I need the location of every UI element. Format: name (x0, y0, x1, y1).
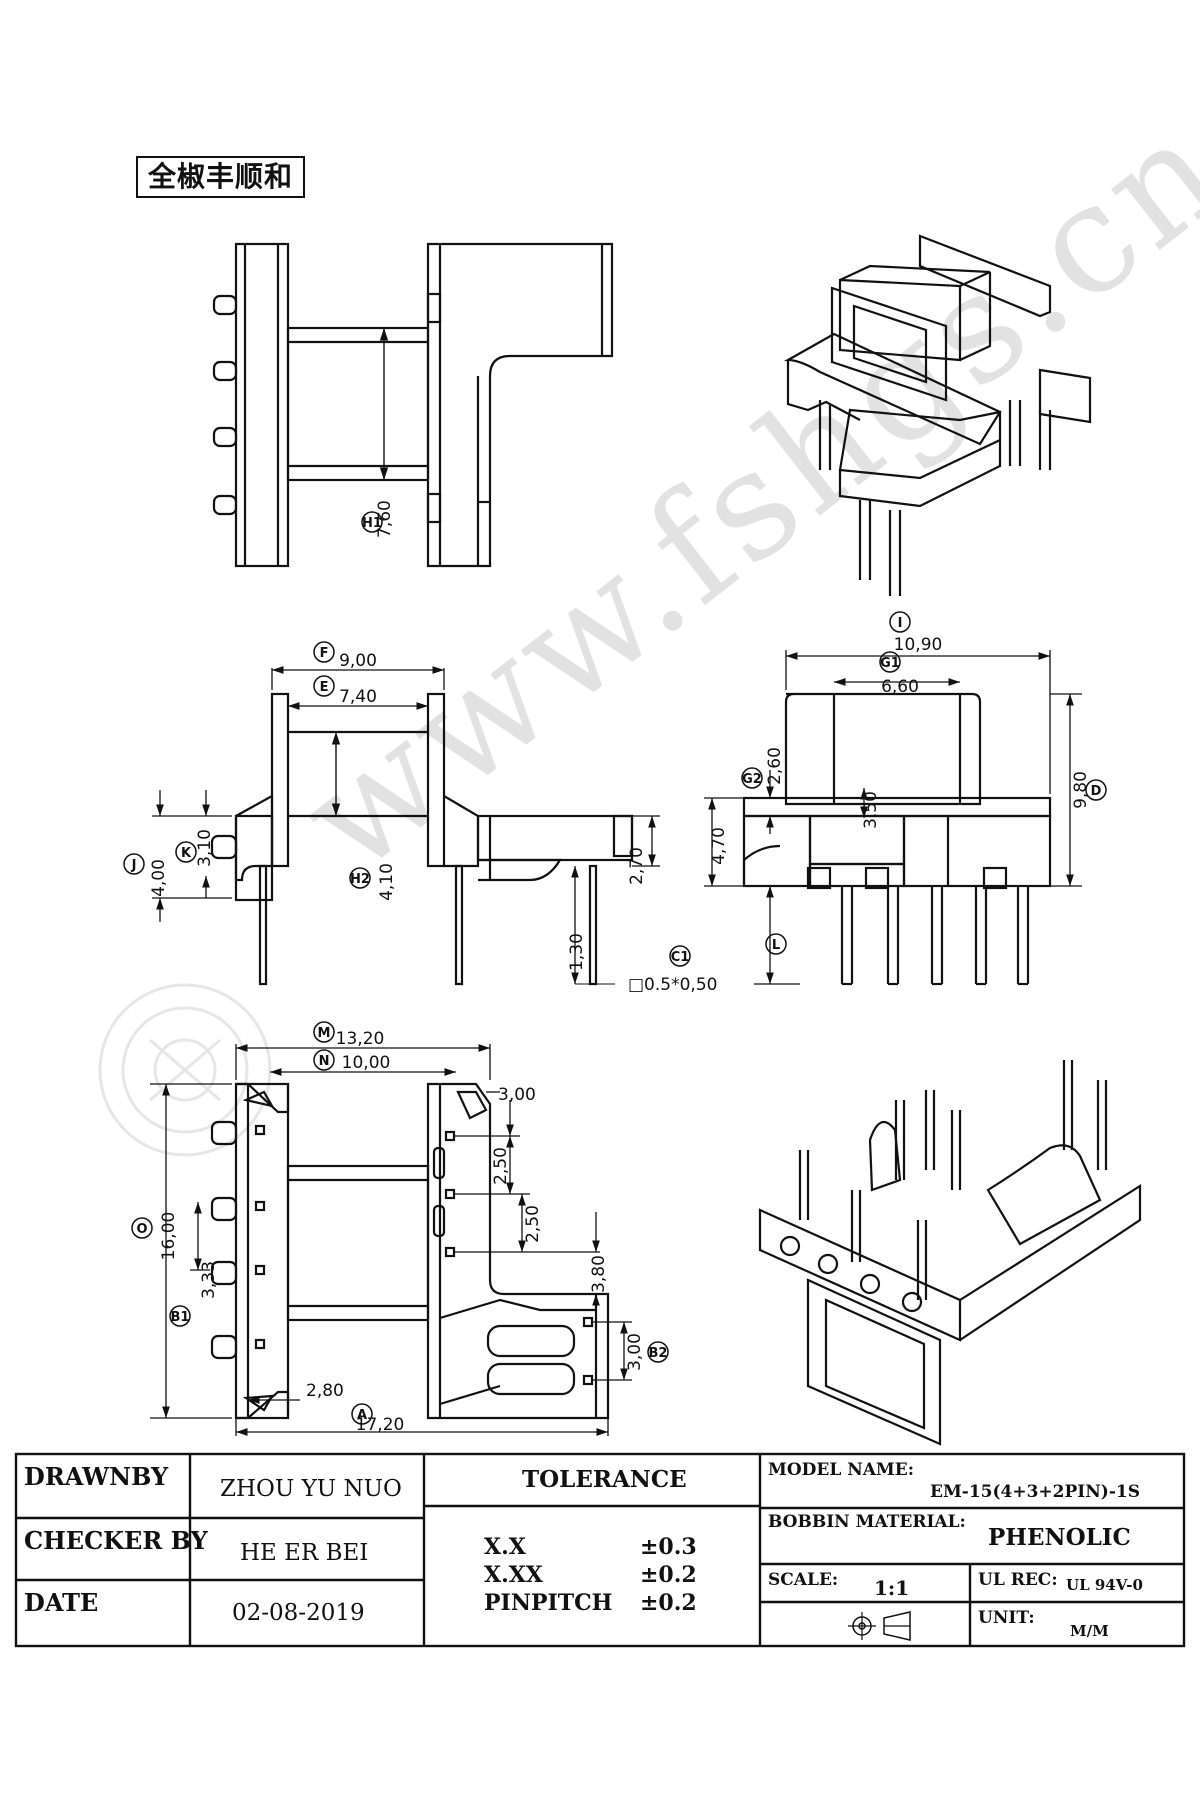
dim-code-j: J (131, 858, 137, 873)
dim-value-h2: 4,10 (377, 863, 397, 901)
tolerance-name-1: X.X (484, 1534, 526, 1560)
dim-value-i: 10,90 (894, 635, 943, 655)
dim-code-c1: C1 (671, 950, 690, 965)
tolerance-name-2: X.XX (484, 1562, 543, 1588)
model-value: EM-15(4+3+2PIN)-1S (930, 1482, 1140, 1502)
dim-code-g1: G1 (880, 656, 900, 671)
scale-value: 1:1 (874, 1576, 910, 1600)
dim-top-300: 3,00 (498, 1085, 536, 1105)
dim-code-b2: B2 (649, 1346, 668, 1361)
dim-top-280: 2,80 (306, 1381, 344, 1401)
tolerance-value-1: ±0.3 (640, 1534, 697, 1560)
dim-value-f: 9,00 (339, 651, 377, 671)
checker-value: HE ER BEI (240, 1540, 369, 1566)
tolerance-value-3: ±0.2 (640, 1590, 697, 1616)
dim-code-i: I (898, 616, 903, 631)
unit-value: M/M (1070, 1622, 1109, 1640)
dim-code-d: D (1091, 784, 1102, 799)
dim-top-380: 3,80 (589, 1255, 609, 1293)
dim-top-250a: 2,50 (491, 1147, 511, 1185)
dim-code-h2: H2 (350, 872, 370, 887)
title-block-frame (14, 1452, 1186, 1648)
tolerance-name-3: PINPITCH (484, 1590, 613, 1616)
dim-value-b2: 3,00 (625, 1333, 645, 1371)
unit-label: UNIT: (978, 1608, 1035, 1628)
dim-value-n: 10,00 (342, 1053, 391, 1073)
watermark-emblem (98, 983, 272, 1157)
tolerance-value-2: ±0.2 (640, 1562, 697, 1588)
material-value: PHENOLIC (988, 1524, 1131, 1551)
drawnby-label: DRAWNBY (24, 1462, 169, 1491)
iso-view-upper (783, 234, 1092, 596)
side-view-lower-dims (152, 666, 660, 985)
dim-side-130: 1,30 (567, 933, 587, 971)
dim-value-g1: 6,60 (881, 677, 919, 697)
drawnby-value: ZHOU YU NUO (220, 1476, 402, 1502)
iso-view-lower (758, 1060, 1142, 1446)
dim-code-g2: G2 (742, 772, 762, 787)
dim-value-m: 13,20 (336, 1029, 385, 1049)
dim-code-n: N (319, 1054, 330, 1069)
dim-value-g2: 2,60 (765, 747, 785, 785)
dim-value-d: 9,80 (1071, 771, 1091, 809)
dim-side-270: 2,70 (627, 847, 647, 885)
dim-code-o: O (136, 1222, 147, 1237)
scale-label: SCALE: (768, 1570, 839, 1590)
date-value: 02-08-2019 (232, 1600, 365, 1626)
dim-code-b1: B1 (171, 1310, 190, 1325)
dim-code-l: L (772, 938, 780, 953)
dim-code-f: F (320, 646, 329, 661)
model-label: MODEL NAME: (768, 1460, 914, 1480)
ul-label: UL REC: (978, 1570, 1058, 1590)
dim-value-o: 16,00 (159, 1212, 179, 1261)
dim-value-k: 3,10 (195, 829, 215, 867)
dim-top-250b: 2,50 (523, 1205, 543, 1243)
tolerance-label: TOLERANCE (522, 1466, 687, 1493)
dim-value-c1: □0.5*0,50 (628, 975, 717, 995)
dim-value-h1: 7,60 (375, 500, 395, 538)
front-view (742, 692, 1052, 986)
dim-code-k: K (181, 846, 192, 861)
material-label: BOBBIN MATERIAL: (768, 1512, 966, 1532)
top-view-dims (150, 1044, 632, 1436)
dim-front-470: 4,70 (709, 827, 729, 865)
top-view (210, 1082, 610, 1420)
ul-value: UL 94V-0 (1066, 1576, 1143, 1594)
checker-label: CHECKER BY (24, 1526, 208, 1555)
company-name: 全椒丰顺和 (136, 156, 305, 198)
dim-code-m: M (318, 1026, 331, 1041)
dim-value-e: 7,40 (339, 687, 377, 707)
dim-code-e: E (320, 680, 329, 695)
dim-value-b1: 3,33 (199, 1261, 219, 1299)
dim-front-350: 3,50 (861, 791, 881, 829)
dim-code-h1: H1 (362, 516, 382, 531)
date-label: DATE (24, 1588, 99, 1617)
front-view-dims (704, 650, 1082, 985)
dim-value-j: 4,00 (149, 859, 169, 897)
dim-value-a: 17,20 (356, 1415, 405, 1435)
side-view-upper (212, 242, 614, 568)
dim-code-a: A (357, 1408, 367, 1423)
